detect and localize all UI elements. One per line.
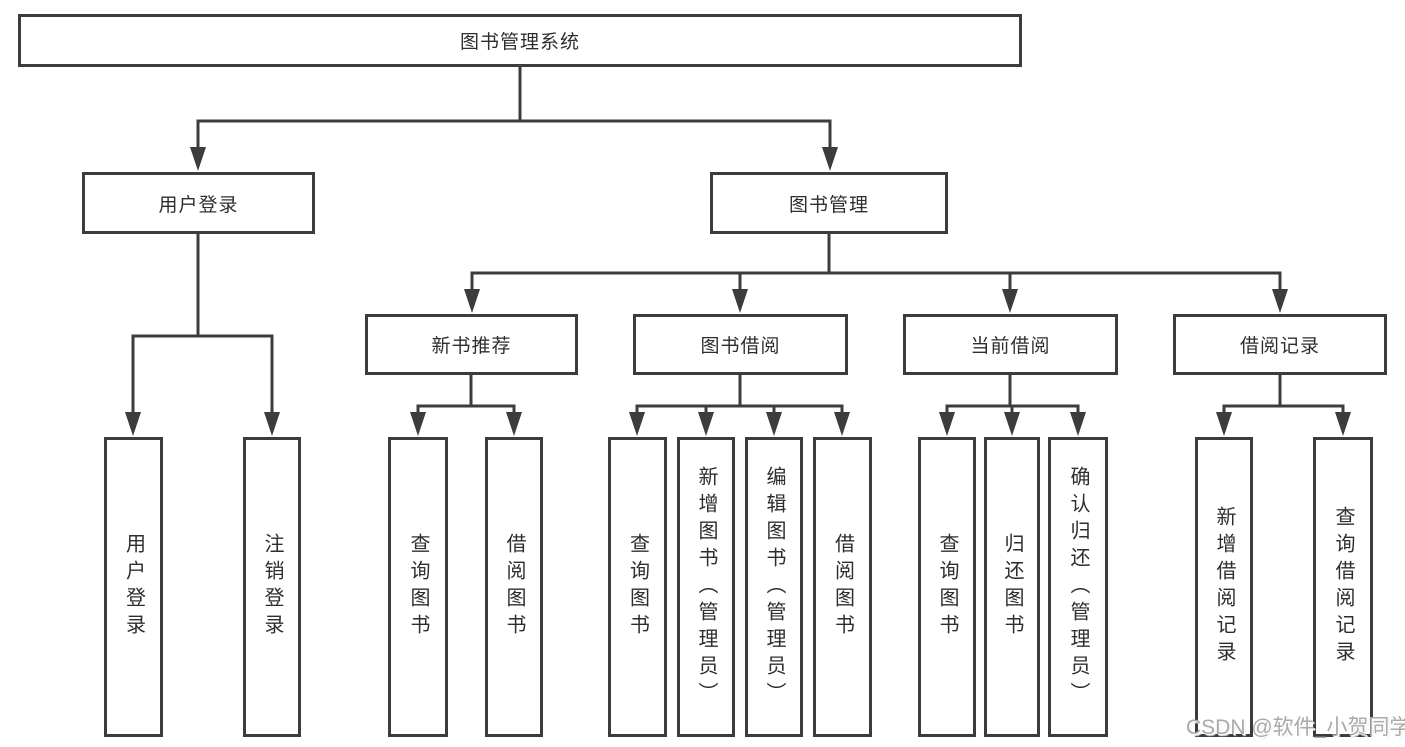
node-leaf-user-login: 用户登录 <box>104 437 163 737</box>
node-new-book-recommend: 新书推荐 <box>365 314 578 375</box>
node-book-management: 图书管理 <box>710 172 948 234</box>
arrowhead <box>506 412 522 436</box>
leaf-label: 归还图书 <box>1001 533 1023 641</box>
node-user-login: 用户登录 <box>82 172 315 234</box>
arrowhead <box>125 412 141 436</box>
leaf-label: 注销登录 <box>261 533 283 641</box>
leaf-label: 查询图书 <box>936 533 958 641</box>
leaf-label: 确认归还（管理员） <box>1067 465 1089 709</box>
node-leaf-br-add-record: 新增借阅记录 <box>1195 437 1253 737</box>
arrowhead <box>766 412 782 436</box>
connector-bookmgmt-to-level3 <box>470 233 1282 291</box>
arrowhead <box>190 147 206 171</box>
arrowhead <box>939 412 955 436</box>
arrowhead <box>1216 412 1232 436</box>
arrowhead <box>1004 412 1020 436</box>
leaf-label: 查询图书 <box>626 533 649 641</box>
connector-current-to-leaves <box>945 375 1080 414</box>
node-leaf-nb-query-books: 查询图书 <box>388 437 448 737</box>
node-root: 图书管理系统 <box>18 14 1022 67</box>
arrowhead <box>1002 289 1018 313</box>
arrowheads <box>125 147 1351 436</box>
leaf-label: 编辑图书（管理员） <box>763 465 785 709</box>
csdn-watermark: CSDN @软件_小贺同学 <box>1186 716 1405 739</box>
leaf-label: 新增图书（管理员） <box>695 465 717 709</box>
connector-userlogin-to-leaves <box>131 233 274 414</box>
node-leaf-br-query-record: 查询借阅记录 <box>1313 437 1373 737</box>
node-leaf-bb-query-books: 查询图书 <box>608 437 667 737</box>
node-borrowing-records: 借阅记录 <box>1173 314 1387 375</box>
arrowhead <box>629 412 645 436</box>
arrowhead <box>1335 412 1351 436</box>
leaf-label: 借阅图书 <box>831 533 854 641</box>
leaf-label: 查询借阅记录 <box>1332 506 1354 668</box>
leaf-label: 新增借阅记录 <box>1213 506 1235 668</box>
node-leaf-cb-confirm-return: 确认归还（管理员） <box>1048 437 1108 737</box>
connector-root-to-level2 <box>196 66 832 150</box>
leaf-label: 查询图书 <box>407 533 429 641</box>
node-leaf-cb-query-books: 查询图书 <box>918 437 976 737</box>
connector-newbook-to-leaves <box>416 375 516 414</box>
connector-records-to-leaves <box>1222 375 1345 414</box>
leaf-label: 用户登录 <box>122 533 145 641</box>
arrowhead <box>698 412 714 436</box>
node-leaf-logout: 注销登录 <box>243 437 301 737</box>
node-leaf-cb-return-books: 归还图书 <box>984 437 1040 737</box>
node-current-borrowing: 当前借阅 <box>903 314 1118 375</box>
node-book-borrowing: 图书借阅 <box>633 314 848 375</box>
node-leaf-bb-borrow-books: 借阅图书 <box>813 437 872 737</box>
connector-borrowing-to-leaves <box>635 375 844 414</box>
arrowhead <box>732 289 748 313</box>
node-leaf-bb-add-books: 新增图书（管理员） <box>677 437 735 737</box>
arrowhead <box>264 412 280 436</box>
leaf-label: 借阅图书 <box>503 533 525 641</box>
arrowhead <box>410 412 426 436</box>
node-leaf-bb-edit-books: 编辑图书（管理员） <box>745 437 803 737</box>
arrowhead <box>1070 412 1086 436</box>
arrowhead <box>834 412 850 436</box>
arrowhead <box>822 147 838 171</box>
arrowhead <box>464 289 480 313</box>
arrowhead <box>1272 289 1288 313</box>
node-leaf-nb-borrow-books: 借阅图书 <box>485 437 543 737</box>
